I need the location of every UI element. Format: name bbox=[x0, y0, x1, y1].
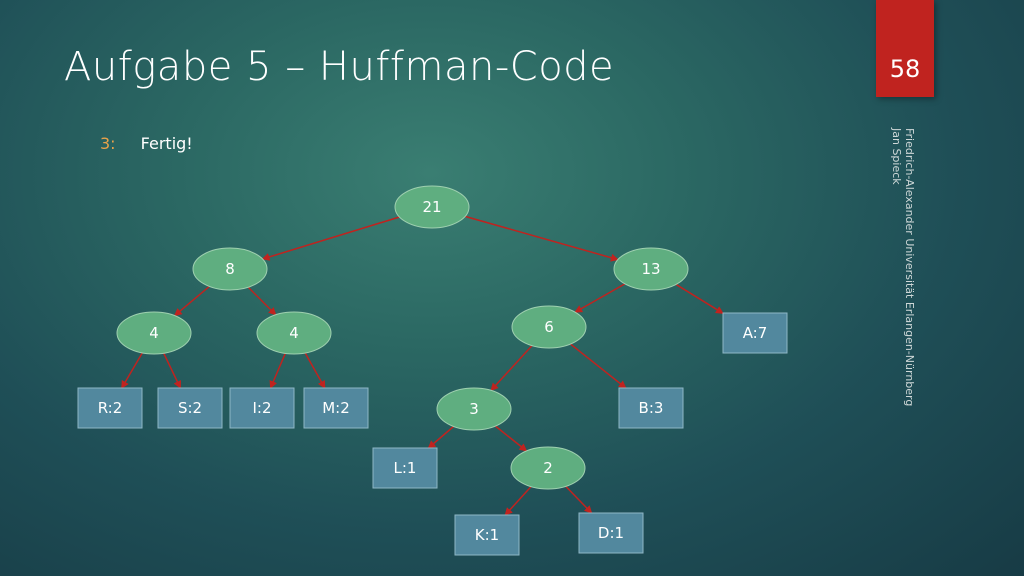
tree-edge-n4b-lI bbox=[269, 353, 286, 389]
leaf-box bbox=[722, 312, 788, 354]
step-text: Fertig! bbox=[140, 134, 193, 153]
tree-edge-n6-n3 bbox=[490, 345, 533, 392]
node-label: 3 bbox=[469, 400, 479, 418]
node-label: A:7 bbox=[743, 324, 768, 342]
node-label: 13 bbox=[641, 260, 660, 278]
tree-internal-node: 4 bbox=[116, 311, 192, 355]
tree-edges bbox=[121, 215, 724, 516]
tree-edge-n13-n6 bbox=[574, 283, 626, 313]
tree-leaf-node: B:3 bbox=[618, 387, 684, 429]
page-number-badge: 58 bbox=[876, 0, 934, 97]
node-label: 6 bbox=[544, 318, 554, 336]
slide-title: Aufgabe 5 – Huffman-Code bbox=[64, 44, 615, 90]
tree-leaf-node: K:1 bbox=[454, 514, 520, 556]
tree-leaf-node: A:7 bbox=[722, 312, 788, 354]
tree-edge-n4a-lS bbox=[163, 352, 182, 389]
tree-internal-node: 2 bbox=[510, 446, 586, 490]
leaf-box bbox=[372, 447, 438, 489]
node-label: S:2 bbox=[178, 399, 202, 417]
tree-nodes: 21 8 13 4 4 6 A:7R:2 S:2 I:2 M:2 3 B:3L:1 2K:1 D:1 bbox=[77, 185, 788, 556]
tree-edge-n2-lD bbox=[565, 485, 593, 514]
leaf-box bbox=[618, 387, 684, 429]
tree-edge-n4a-lR bbox=[121, 352, 143, 389]
tree-edge-n21-n13 bbox=[464, 215, 619, 262]
tree-edge-n13-lA bbox=[675, 283, 724, 314]
tree-edge-n4b-lM bbox=[304, 352, 326, 389]
step-number: 3: bbox=[100, 134, 116, 153]
tree-internal-node: 8 bbox=[192, 247, 268, 291]
leaf-box bbox=[77, 387, 143, 429]
leaf-box bbox=[157, 387, 223, 429]
leaf-box bbox=[454, 514, 520, 556]
leaf-box bbox=[303, 387, 369, 429]
node-label: 4 bbox=[149, 324, 159, 342]
tree-internal-node: 13 bbox=[613, 247, 689, 291]
node-label: 21 bbox=[422, 198, 441, 216]
node-label: 8 bbox=[225, 260, 235, 278]
node-ellipse bbox=[116, 311, 192, 355]
node-label: K:1 bbox=[475, 526, 499, 544]
page-number: 58 bbox=[889, 55, 921, 83]
node-ellipse bbox=[511, 305, 587, 349]
node-ellipse bbox=[256, 311, 332, 355]
node-ellipse bbox=[394, 185, 470, 229]
node-label: B:3 bbox=[639, 399, 664, 417]
node-label: I:2 bbox=[252, 399, 271, 417]
step-line: 3: Fertig! bbox=[100, 134, 193, 153]
tree-internal-node: 3 bbox=[436, 387, 512, 431]
tree-internal-node: 21 bbox=[394, 185, 470, 229]
tree-leaf-node: M:2 bbox=[303, 387, 369, 429]
node-label: M:2 bbox=[322, 399, 350, 417]
node-label: 2 bbox=[543, 459, 553, 477]
node-ellipse bbox=[613, 247, 689, 291]
node-label: R:2 bbox=[98, 399, 123, 417]
leaf-box bbox=[229, 387, 295, 429]
tree-leaf-node: D:1 bbox=[578, 512, 644, 554]
node-ellipse bbox=[436, 387, 512, 431]
tree-internal-node: 6 bbox=[511, 305, 587, 349]
tree-leaf-node: S:2 bbox=[157, 387, 223, 429]
node-label: D:1 bbox=[598, 524, 624, 542]
node-label: L:1 bbox=[394, 459, 417, 477]
tree-edge-n2-lK bbox=[504, 486, 532, 516]
tree-internal-node: 4 bbox=[256, 311, 332, 355]
leaf-box bbox=[578, 512, 644, 554]
tree-edge-n3-lL bbox=[427, 425, 455, 449]
node-label: 4 bbox=[289, 324, 299, 342]
tree-leaf-node: R:2 bbox=[77, 387, 143, 429]
tree-leaf-node: I:2 bbox=[229, 387, 295, 429]
node-ellipse bbox=[510, 446, 586, 490]
tree-edge-n8-n4b bbox=[247, 286, 277, 316]
tree-leaf-node: L:1 bbox=[372, 447, 438, 489]
node-ellipse bbox=[192, 247, 268, 291]
tree-edge-n6-lB bbox=[570, 343, 627, 389]
tree-edge-n3-n2 bbox=[494, 425, 528, 452]
tree-edge-n21-n8 bbox=[261, 216, 400, 261]
tree-edge-n8-n4a bbox=[173, 285, 210, 317]
